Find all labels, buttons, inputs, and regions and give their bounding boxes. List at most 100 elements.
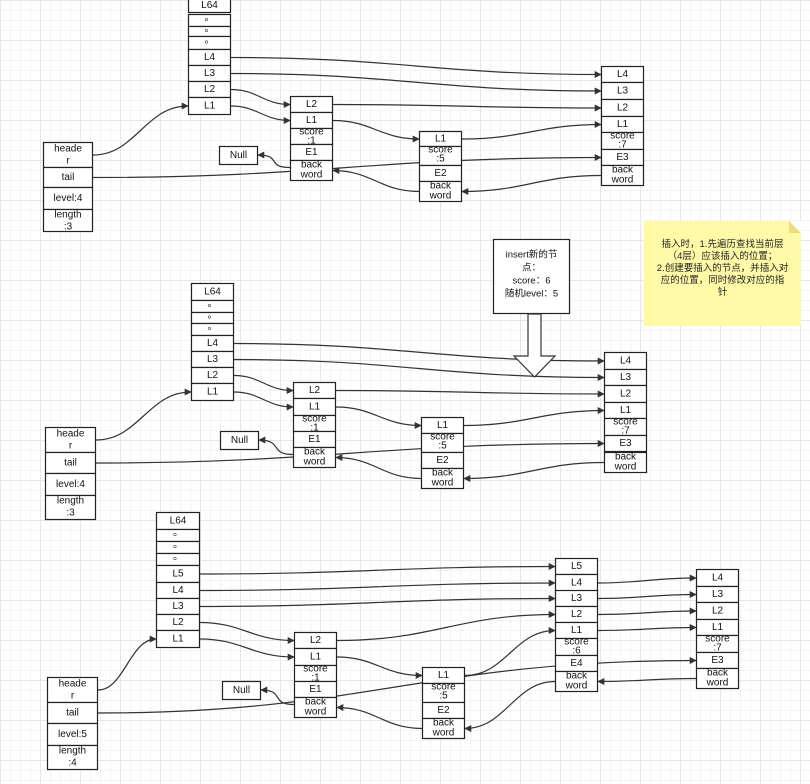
header-level-label: L64 [201, 0, 218, 11]
forward-pointer-arrow [463, 407, 605, 427]
forward-pointer-arrow [199, 563, 556, 575]
header-level-cell [190, 382, 235, 402]
node-level-label: L2 [571, 609, 583, 620]
length-label: :4 [68, 758, 77, 769]
node-backward-cell [603, 451, 648, 474]
note-line: 针 [717, 287, 728, 298]
node-backward-label: word [300, 170, 323, 181]
forward-pointer-arrow [199, 579, 556, 592]
insert-node-text: 点： [522, 263, 541, 274]
header-level-label: L2 [172, 617, 184, 628]
node-backward-cell [292, 446, 337, 469]
ellipsis-dot: 。 [205, 13, 215, 24]
node-backward-cell [695, 667, 740, 690]
ellipsis-dot: 。 [205, 24, 215, 35]
node-level-label: L4 [620, 356, 632, 367]
header-level-cell [187, 0, 232, 14]
tail-pointer-arrow [92, 154, 602, 179]
node-backward-cell [600, 164, 645, 187]
node-backward-label: back [304, 447, 326, 458]
level-label: level:4 [54, 193, 83, 204]
insert-node-text: insert新的节 [506, 249, 558, 261]
node-backward-cell [554, 670, 599, 693]
node-backward-label: back [301, 160, 323, 171]
forward-pointer-arrow [336, 656, 423, 679]
header-level-cell [155, 629, 201, 649]
header-level-label: L1 [204, 101, 216, 112]
node-score-label: score [428, 145, 453, 156]
forward-pointer-arrow [336, 611, 556, 642]
tail-pointer-arrow [95, 440, 605, 464]
header-pointer-arrow [97, 635, 157, 691]
forward-pointer-arrow [199, 595, 556, 608]
null-label: Null [233, 685, 250, 696]
node-backward-label: word [611, 175, 634, 186]
pointer-arrows [92, 56, 697, 732]
header-cell [46, 676, 99, 704]
node-backward-cell [289, 159, 334, 182]
forward-pointer-arrow [335, 406, 422, 429]
length-cell [42, 208, 94, 233]
note-fold-corner [789, 221, 801, 233]
node-level-label: L1 [435, 134, 447, 145]
node-level-label: L2 [306, 99, 318, 110]
node-score-label: score [302, 414, 327, 425]
node-score-label: :1 [310, 423, 319, 434]
header-level-label: L64 [204, 287, 221, 298]
header-level-label: L3 [172, 601, 184, 612]
header-label: r [69, 441, 73, 452]
header-pointer-arrow [95, 388, 192, 441]
node-score-label: score [564, 637, 589, 648]
header-level-label: L64 [170, 516, 187, 527]
node-score-label: :7 [621, 426, 630, 437]
forward-pointer-arrow [230, 105, 291, 124]
node-backward-label: word [432, 728, 455, 739]
header-level-cell [187, 96, 232, 116]
header-level-label: L3 [204, 68, 216, 79]
node-level-label: L1 [306, 115, 318, 126]
forward-pointer-arrow [335, 389, 605, 398]
level-label: level:4 [56, 479, 85, 490]
node-element-label: E2 [437, 705, 450, 716]
null-label: Null [231, 435, 248, 446]
ellipsis-dot: 。 [205, 35, 215, 46]
forward-pointer-arrow [199, 638, 295, 661]
node-element-label: E3 [616, 152, 629, 163]
node-score-label: :5 [438, 441, 447, 452]
backward-pointer-arrow [336, 704, 423, 730]
level-label: level:5 [58, 729, 87, 740]
node-score-label: :7 [618, 140, 627, 151]
insert-node-text: score：6 [512, 276, 550, 287]
backward-pointer-arrow [335, 454, 422, 480]
note-line: 插入时，1.先遍历查找当前层 [661, 239, 784, 250]
node-backward-label: back [612, 165, 634, 176]
length-label: :3 [64, 222, 73, 233]
node-level-label: L1 [310, 652, 322, 663]
node-level-label: L4 [617, 69, 629, 80]
backward-pointer-arrow [332, 167, 420, 193]
forward-pointer-arrow [230, 72, 602, 95]
backward-pointer-arrow [260, 686, 295, 706]
node-element-label: E1 [305, 147, 318, 158]
node-score-label: score [430, 432, 455, 443]
forward-pointer-arrow [597, 574, 697, 584]
node-backward-label: word [304, 707, 327, 718]
node-score-label: score [705, 634, 730, 645]
ellipsis-dot: 。 [173, 552, 183, 563]
node-element-label: E2 [434, 168, 447, 179]
tail-pointer-arrow [97, 657, 697, 714]
node-backward-label: word [303, 457, 326, 468]
node-element-label: E3 [711, 655, 724, 666]
node-level-label: L4 [712, 573, 724, 584]
node-level-label: L2 [310, 635, 322, 646]
tail-label: tail [62, 172, 75, 183]
backward-pointer-arrow [463, 461, 605, 482]
node-element-label: E3 [619, 438, 632, 449]
explanation-note: 插入时，1.先遍历查找当前层 （4层）应该插入的位置； 2.创建要插入的节点，并… [644, 221, 801, 326]
node-backward-label: back [707, 668, 729, 679]
node-element-label: E2 [436, 455, 449, 466]
node-level-label: L1 [620, 405, 632, 416]
forward-pointer-arrow [332, 119, 420, 143]
node-backward-label: word [431, 478, 454, 489]
